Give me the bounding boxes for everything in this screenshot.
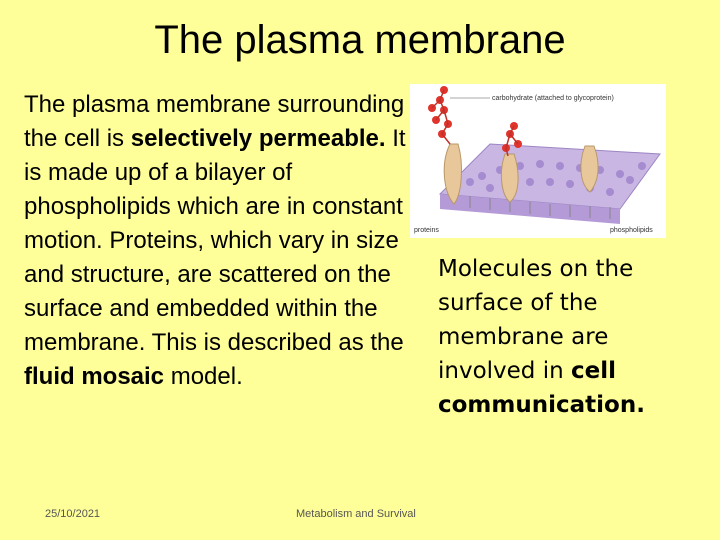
side-paragraph: Molecules on the surface of the membrane… [438,252,708,422]
footer-topic: Metabolism and Survival [296,508,416,520]
body-bold-selectively-permeable: selectively permeable. [130,125,386,152]
body-bold-fluid-mosaic: fluid mosaic [24,363,165,390]
protein-left [443,143,462,205]
body-text-1: The plasma membrane surrounding the cell… [24,91,405,152]
membrane-diagram: carbohydrate (attached to glycoprotein) … [410,84,666,238]
phospholipid-tails [469,196,611,219]
footer-date: 25/10/2021 [45,508,101,520]
side-bold-cell-communication: cell communication. [438,358,645,418]
phospholipids-label: phospholipids [610,227,653,234]
slide-title: The plasma membrane [154,18,566,62]
carbohydrate-bonds [431,89,519,157]
proteins-label: proteins [414,227,439,234]
carbohydrate-label: carbohydrate (attached to glycoprotein) [492,95,614,102]
protein-right [580,145,599,193]
body-text-2: It is made up of a bilayer of phospholip… [24,125,406,356]
body-text-3: model. [164,363,243,390]
main-paragraph: The plasma membrane surrounding the cell… [24,88,414,394]
protein-middle [500,153,519,203]
membrane-illustration: carbohydrate (attached to glycoprotein) … [414,86,661,234]
side-text-1: Molecules on the surface of the membrane… [438,256,634,384]
